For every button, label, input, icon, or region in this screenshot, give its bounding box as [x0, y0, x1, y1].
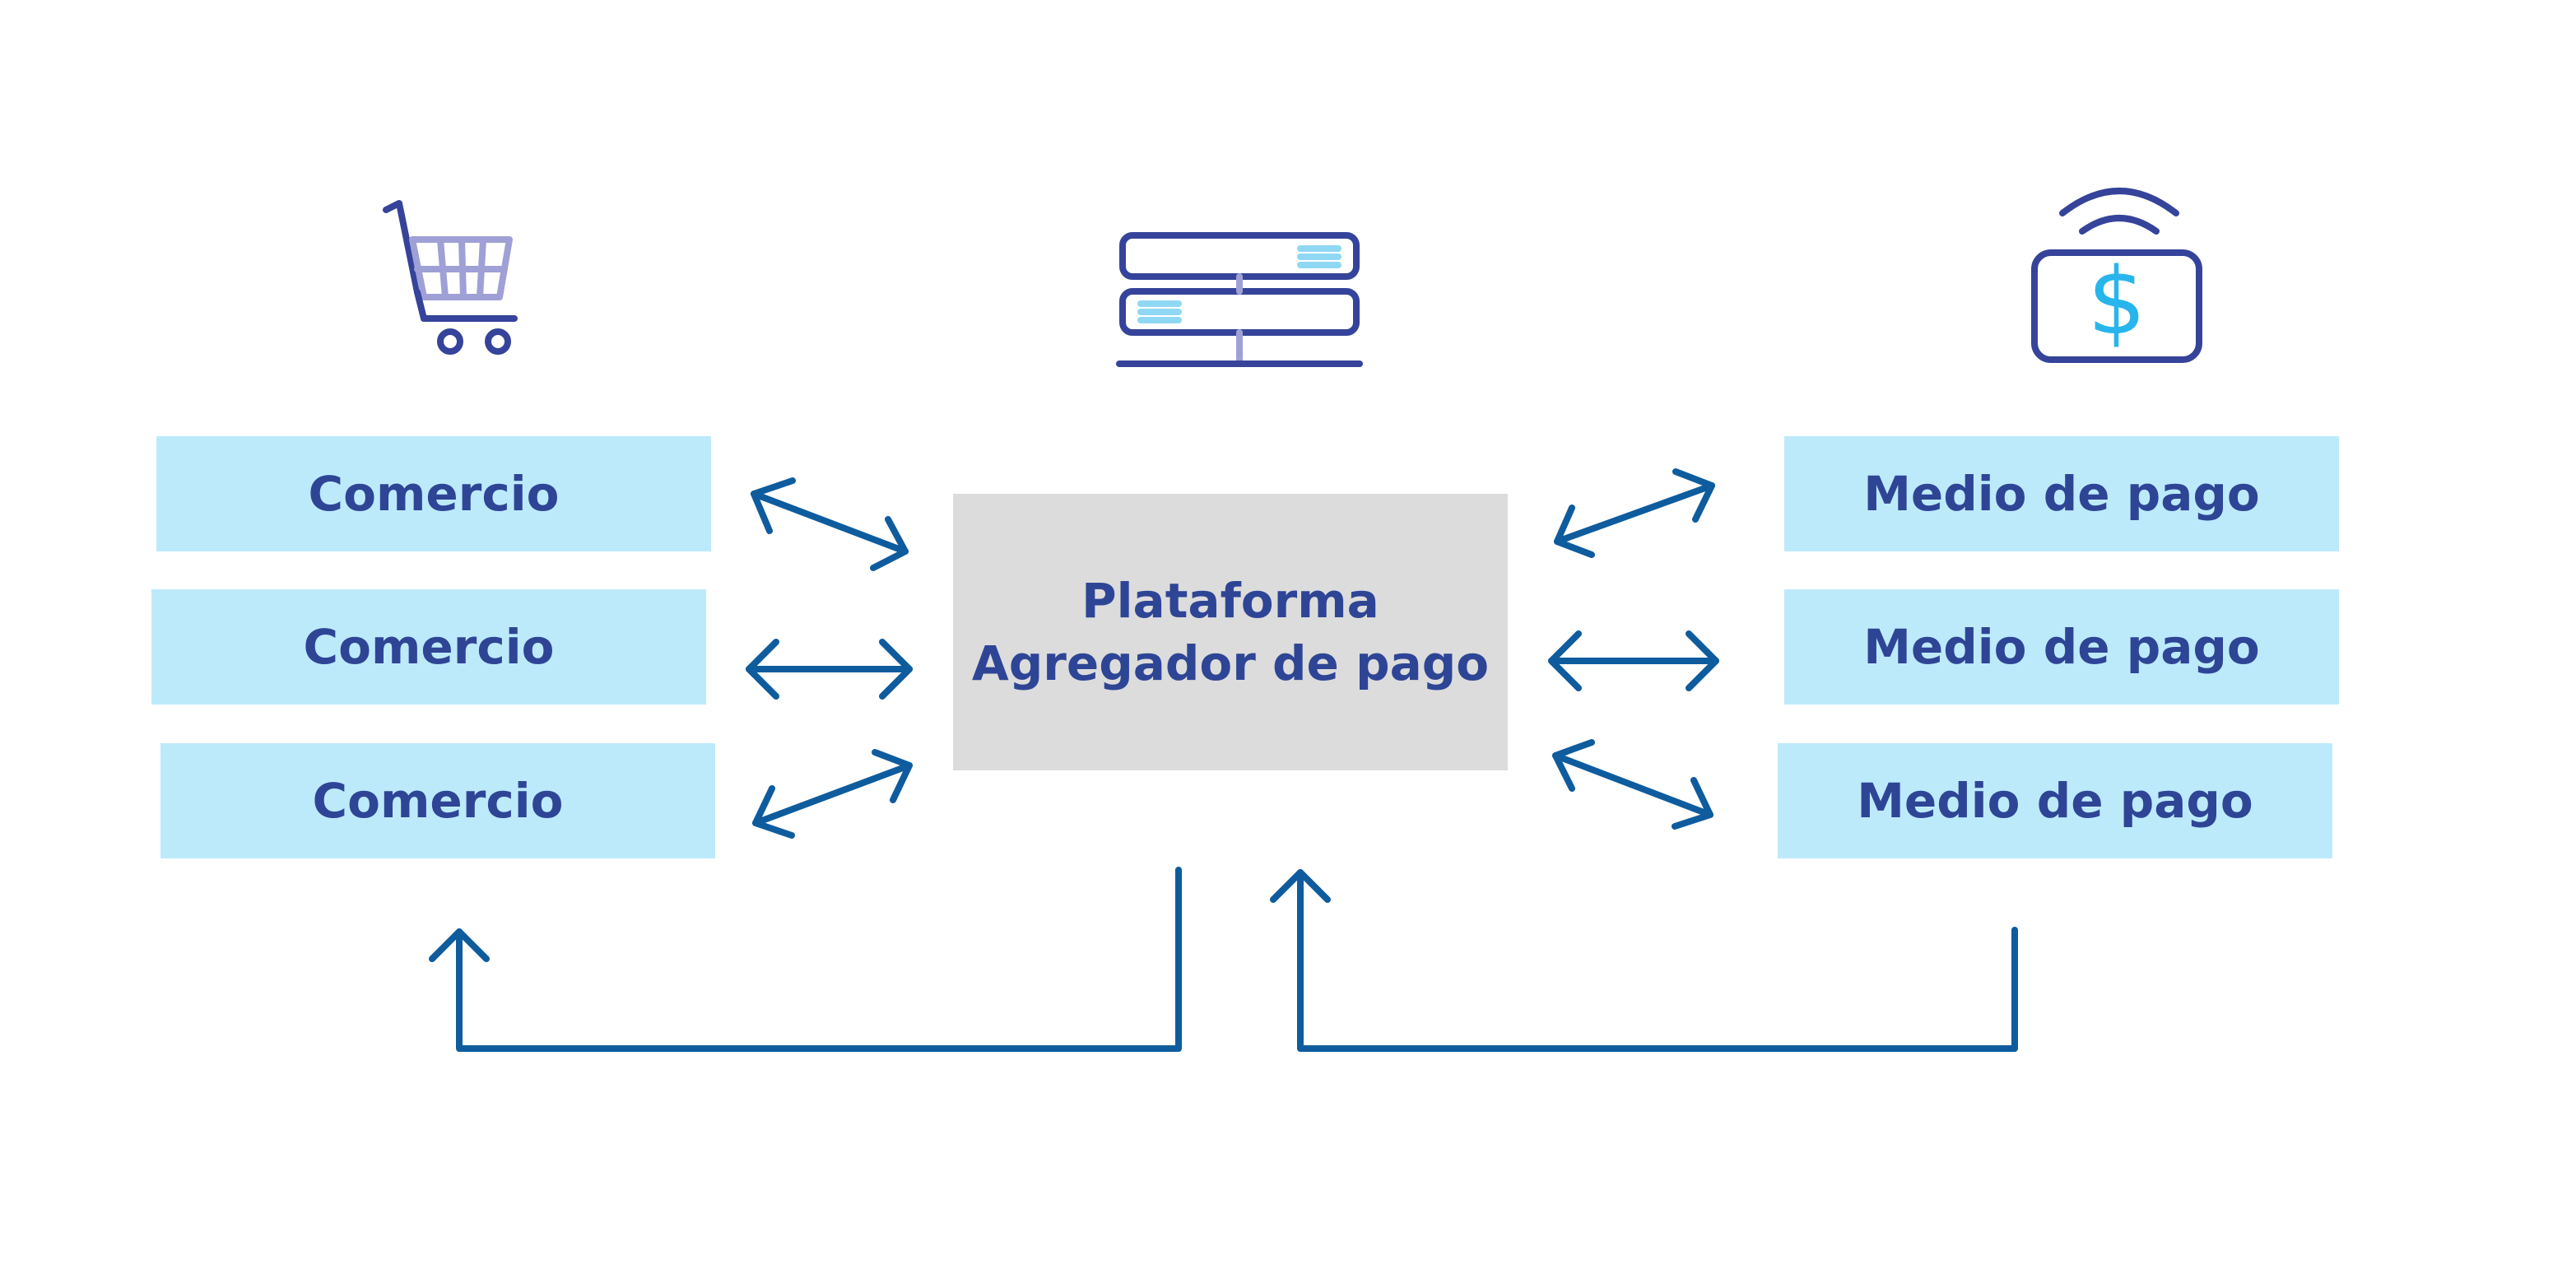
dollar-sign-icon: $ [2087, 249, 2146, 356]
comercio-label: Comercio [312, 773, 564, 829]
shopping-cart-icon [383, 200, 518, 355]
arrow-right-middle [1548, 630, 1719, 691]
medio-de-pago-label: Medio de pago [1863, 466, 2260, 522]
arrow-left-middle [746, 639, 913, 700]
arrow-platform-to-comercio [429, 867, 1182, 1052]
medio-de-pago-node-2: Medio de pago [1784, 589, 2339, 705]
arrow-right-bottom [1552, 739, 1713, 830]
comercio-node-1: Comercio [156, 436, 711, 551]
comercio-node-2: Comercio [151, 589, 706, 705]
arrow-medio-to-platform [1270, 869, 2018, 1052]
arrow-right-top [1554, 468, 1715, 558]
medio-de-pago-label: Medio de pago [1857, 773, 2253, 829]
comercio-node-3: Comercio [160, 743, 715, 858]
plataforma-node: Plataforma Agregador de pago [953, 494, 1508, 770]
plataforma-subtitle: Agregador de pago [971, 635, 1490, 691]
arrow-left-top [751, 477, 909, 571]
plataforma-title: Plataforma [1081, 573, 1379, 629]
payment-terminal-icon: $ [2031, 188, 2202, 363]
medio-de-pago-node-1: Medio de pago [1784, 436, 2339, 551]
comercio-label: Comercio [303, 619, 555, 675]
server-icon [1116, 232, 1363, 367]
medio-de-pago-label: Medio de pago [1863, 619, 2260, 675]
arrow-left-bottom [752, 749, 913, 839]
comercio-label: Comercio [308, 466, 560, 522]
medio-de-pago-node-3: Medio de pago [1778, 743, 2332, 858]
